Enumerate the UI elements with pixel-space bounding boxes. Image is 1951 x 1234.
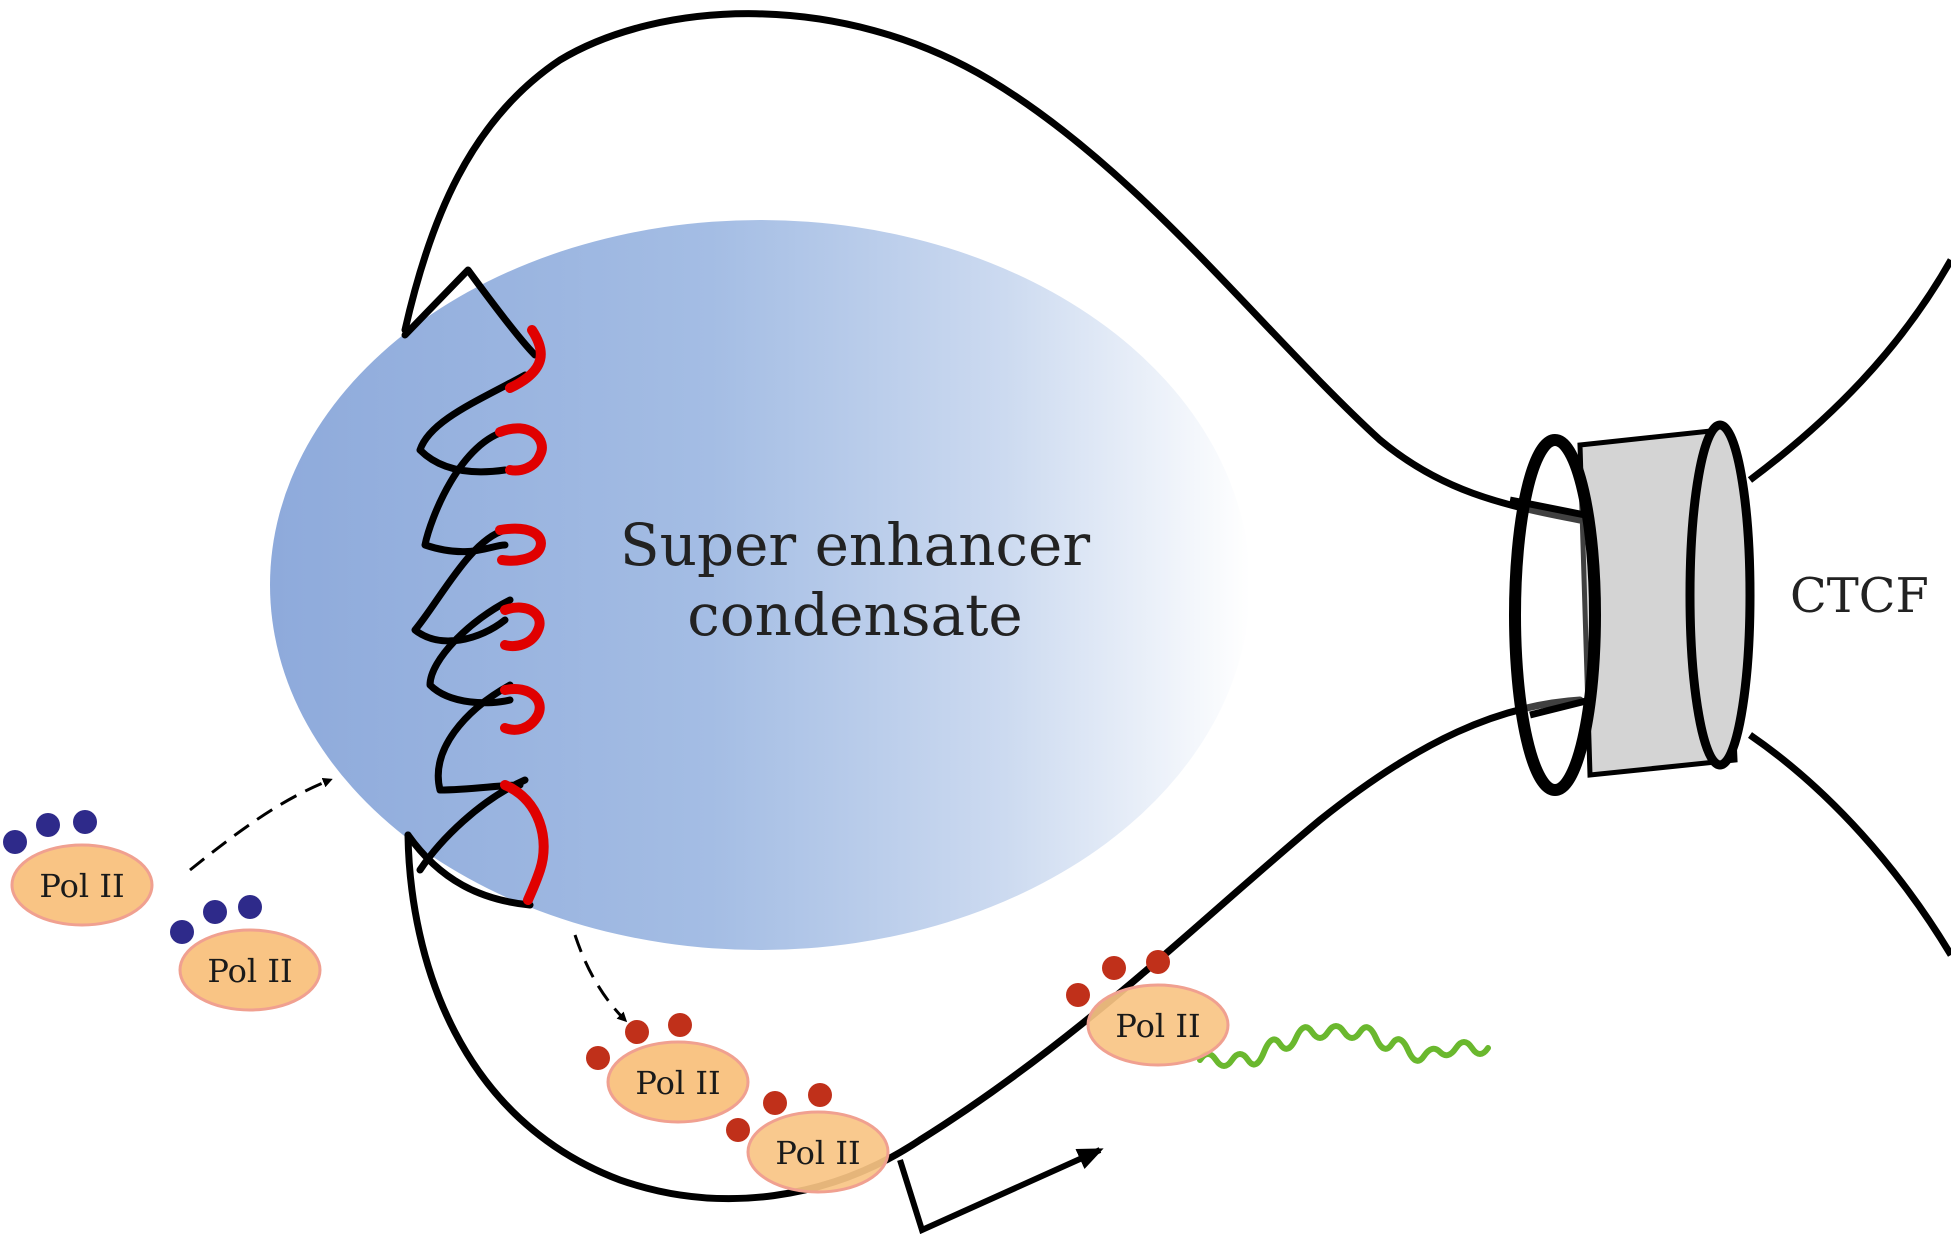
chromatin-loop-top bbox=[401, 10, 1584, 524]
condensate-label-line2: condensate bbox=[687, 581, 1023, 649]
recruitment-arrow-out bbox=[573, 934, 628, 1023]
chromatin-right-top bbox=[1747, 258, 1951, 483]
rna-transcript bbox=[1197, 1023, 1491, 1069]
ctcf-label: CTCF bbox=[1790, 568, 1929, 624]
enhancer-segment-2 bbox=[495, 423, 547, 476]
enhancer-segment-5 bbox=[500, 684, 545, 735]
chromatin-loop-bottom bbox=[404, 696, 1584, 1203]
recruitment-arrow-in bbox=[189, 777, 333, 872]
enhancer-segment-1 bbox=[505, 325, 546, 393]
ctcf-icon bbox=[1509, 420, 1755, 796]
pol-ii-paused-2: Pol II bbox=[726, 1083, 890, 1194]
pol-ii-elongating: Pol II bbox=[1066, 950, 1230, 1067]
enhancer-segment-3 bbox=[495, 523, 546, 566]
pol-ii-label: Pol II bbox=[635, 1064, 720, 1102]
chromatin-right-bottom bbox=[1748, 732, 1951, 957]
pol-ii-label: Pol II bbox=[207, 952, 292, 990]
condensate bbox=[270, 220, 1250, 950]
pol-ii-label: Pol II bbox=[1115, 1007, 1200, 1045]
enhancer-coil bbox=[401, 266, 539, 909]
pol-ii-paused-1: Pol II bbox=[586, 1013, 750, 1124]
enhancer-segments bbox=[495, 325, 549, 905]
condensate-label-line1: Super enhancer bbox=[620, 511, 1090, 579]
pol-ii-label: Pol II bbox=[39, 867, 124, 905]
pol-ii-free-2: Pol II bbox=[170, 895, 322, 1012]
pol-ii-label: Pol II bbox=[775, 1134, 860, 1172]
enhancer-segment-6 bbox=[500, 780, 549, 905]
transcription-start-arrow bbox=[897, 1147, 1104, 1234]
enhancer-segment-4 bbox=[500, 602, 545, 652]
pol-ii-free-1: Pol II bbox=[3, 810, 154, 927]
